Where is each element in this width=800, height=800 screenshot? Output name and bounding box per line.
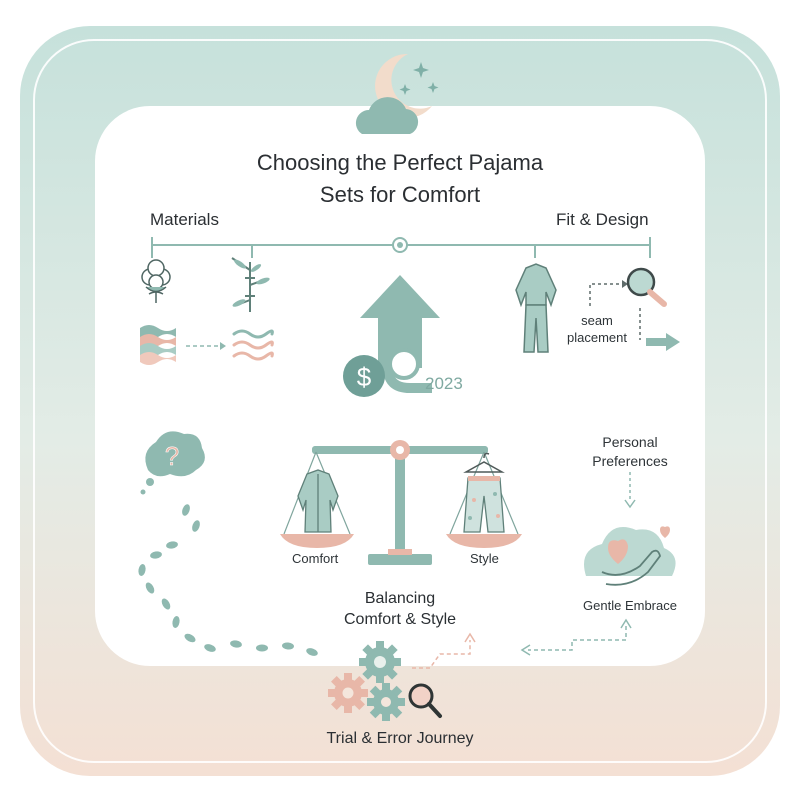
hanger-pants-icon [463, 452, 505, 533]
balance-caption: Balancing Comfort & Style [300, 588, 500, 630]
footprints-icon [138, 504, 318, 656]
seam-arrow [646, 333, 680, 351]
growth-arrow-icon [360, 275, 440, 393]
seam-placement-label: seam placement [560, 312, 634, 346]
cotton-flower-icon [141, 259, 171, 303]
svg-text:$: $ [357, 362, 372, 392]
journey-label: Trial & Error Journey [326, 730, 474, 747]
materials-label: Materials [150, 210, 219, 229]
title-line-1: Choosing the Perfect Pajama [256, 150, 544, 175]
svg-text:?: ? [165, 441, 179, 471]
balance-caption-line-1: Balancing [364, 590, 436, 607]
cloud-icon [355, 97, 419, 134]
fit-design-label: Fit & Design [556, 210, 649, 229]
wave-icon [232, 329, 274, 361]
outer-panel-border [33, 39, 767, 763]
style-label: Style [470, 551, 499, 566]
robe-icon [297, 469, 339, 533]
gentle-embrace-label: Gentle Embrace [583, 598, 677, 613]
seam-label-line-1: seam [581, 313, 613, 328]
page-title: Choosing the Perfect Pajama Sets for Com… [150, 147, 650, 211]
balance-scale-icon [280, 440, 522, 565]
preferences-arrow [624, 472, 636, 509]
pajama-icon [515, 263, 557, 353]
preferences-line-1: Personal [602, 434, 658, 450]
embrace-connector [528, 626, 627, 651]
journey-arrow [412, 640, 471, 669]
title-line-2: Sets for Comfort [319, 182, 481, 207]
dollar-icon: $ [343, 348, 420, 397]
heart-hand-icon [584, 526, 676, 586]
fabric-layers-icon [140, 325, 176, 365]
balance-caption-line-2: Comfort & Style [343, 611, 457, 628]
seam-label-line-2: placement [567, 330, 627, 345]
personal-preferences-label: Personal Preferences [570, 433, 690, 471]
magnifier-icon [626, 267, 667, 307]
year-label: 2023 [425, 374, 463, 393]
preferences-line-2: Preferences [592, 453, 668, 469]
comfort-label: Comfort [292, 551, 339, 566]
seam-connector [589, 283, 641, 340]
question-bubble-icon: ? [140, 431, 205, 495]
